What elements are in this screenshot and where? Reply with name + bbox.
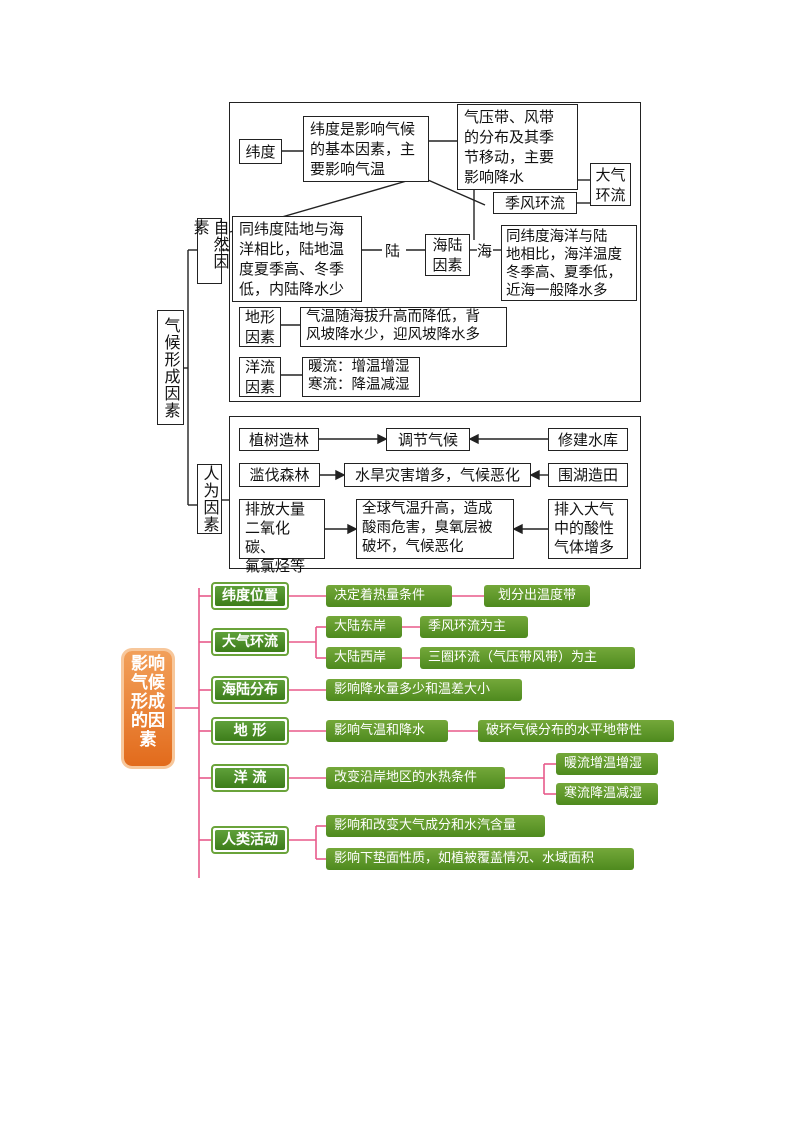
monsoon-main-node: 季风环流为主	[420, 616, 528, 638]
current-desc-box: 暖流：增温增湿寒流：降温减湿	[302, 357, 420, 397]
natural-factors-frame	[229, 102, 641, 402]
three-cell-node: 三圈环流（气压带风带）为主	[420, 647, 635, 669]
land-label: 陆	[385, 240, 401, 261]
bottom-root-node: 影响气候形成的因素	[124, 651, 172, 766]
global-effect-box: 全球气温升高，造成酸雨危害，臭氧层被破坏，气候恶化	[356, 499, 514, 559]
disaster-box: 水旱灾害增多，气候恶化	[344, 463, 531, 487]
human-factors-frame	[229, 416, 641, 569]
terrain-node: 地 形	[211, 717, 289, 745]
west-coast-node: 大陆西岸	[326, 647, 402, 669]
land-sea-node: 海陆分布	[211, 676, 289, 704]
land-vs-sea-box: 同纬度陆地与海洋相比，陆地温度夏季高、冬季低，内陆降水少	[232, 216, 362, 302]
monsoon-box: 季风环流	[493, 192, 577, 214]
temp-precip-node: 影响气温和降水	[326, 720, 448, 742]
reservoir-box: 修建水库	[548, 428, 628, 451]
atmos-circulation-box: 大气环流	[590, 163, 631, 206]
current-factor-box: 洋流因素	[239, 357, 281, 397]
terrain-desc-box: 气温随海拔升高而降低，背风坡降水少，迎风坡降水多	[300, 307, 507, 347]
afforest-box: 植树造林	[239, 428, 319, 451]
sea-vs-land-box: 同纬度海洋与陆地相比，海洋温度冬季高、夏季低，近海一般降水多	[501, 225, 637, 301]
sea-label: 海	[477, 240, 493, 261]
acid-gas-box: 排入大气中的酸性气体增多	[548, 499, 628, 559]
latitude-box: 纬度	[239, 139, 282, 164]
atmos-composition-node: 影响和改变大气成分和水汽含量	[326, 815, 545, 837]
pressure-wind-box: 气压带、风带的分布及其季节移动，主要影响降水	[457, 104, 578, 190]
terrain-factor-box: 地形因素	[239, 307, 281, 347]
east-coast-node: 大陆东岸	[326, 616, 402, 638]
coastal-condition-node: 改变沿岸地区的水热条件	[326, 767, 505, 789]
cold-current-node: 寒流降温减湿	[556, 783, 658, 805]
root-climate-factors: 气候形成因素	[157, 310, 184, 425]
human-factors-label: 人为因素	[197, 464, 222, 534]
precip-temp-node: 影响降水量多少和温差大小	[326, 679, 522, 701]
temperature-zones-node: 划分出温度带	[484, 585, 590, 607]
emit-box: 排放大量二氧化碳、氟氯烃等	[239, 499, 325, 575]
heat-condition-node: 决定着热量条件	[326, 585, 452, 607]
deforest-box: 滥伐森林	[239, 463, 320, 487]
land-sea-factor-box: 海陆因素	[425, 234, 470, 276]
surface-property-node: 影响下垫面性质，如植被覆盖情况、水域面积	[326, 848, 634, 870]
horizontal-zonality-node: 破坏气候分布的水平地带性	[478, 720, 674, 742]
latitude-basic-box: 纬度是影响气候的基本因素，主要影响气温	[303, 116, 429, 182]
latitude-position-node: 纬度位置	[211, 582, 289, 610]
adjust-climate-box: 调节气候	[386, 428, 470, 451]
atmos-circulation-node: 大气环流	[211, 628, 289, 656]
ocean-current-node: 洋 流	[211, 764, 289, 792]
warm-current-node: 暖流增温增湿	[556, 753, 658, 775]
reclaim-box: 围湖造田	[548, 463, 628, 487]
human-activity-node: 人类活动	[211, 826, 289, 854]
